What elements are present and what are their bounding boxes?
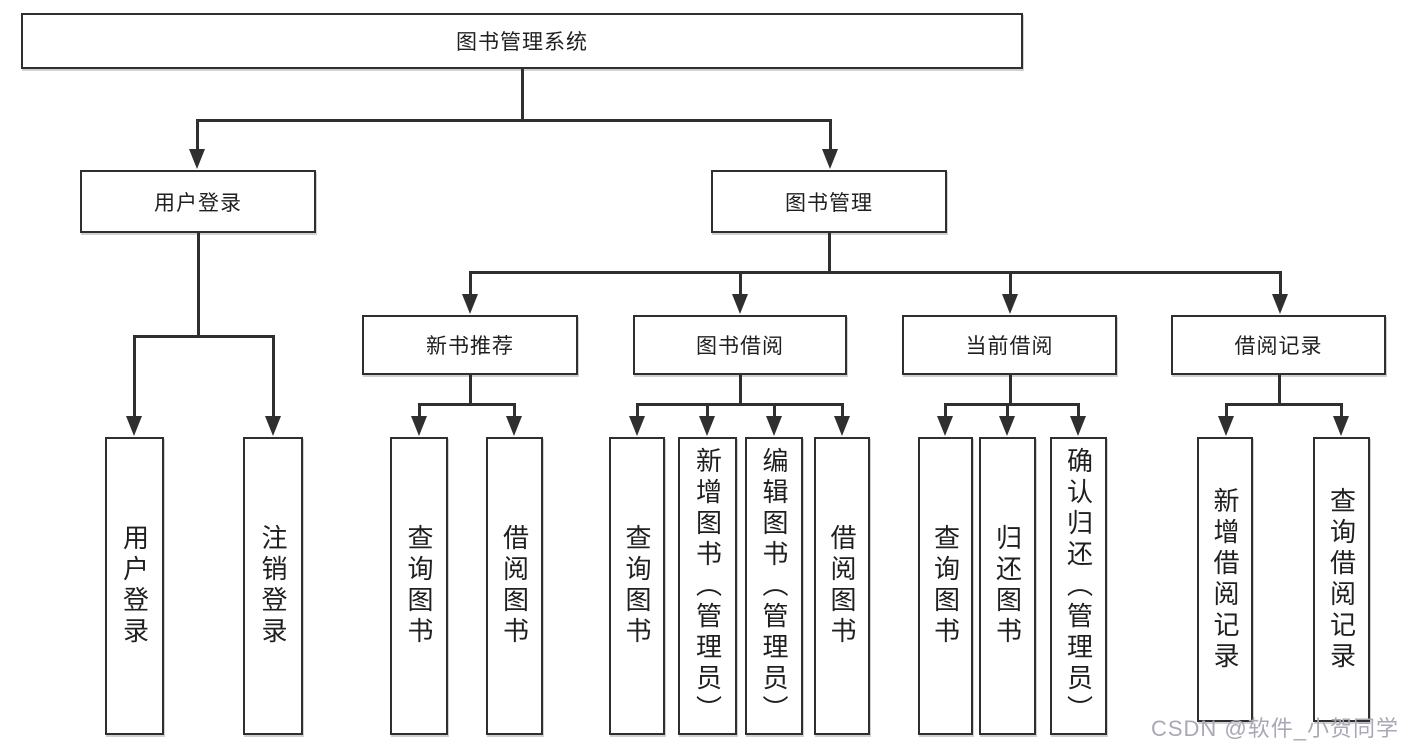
connector-to-book-mgmt bbox=[829, 119, 832, 151]
node-br-query-label: 查询借阅记录 bbox=[1326, 486, 1357, 673]
node-user-login-label: 用户登录 bbox=[154, 191, 242, 215]
node-ul-login: 用户登录 bbox=[105, 437, 164, 735]
connector-borrow-records-down bbox=[1278, 374, 1281, 405]
node-br-add-label: 新增借阅记录 bbox=[1210, 486, 1240, 673]
connector-to-new-book-rec bbox=[469, 271, 472, 296]
connector-new-book-rec-split bbox=[418, 403, 515, 406]
node-root: 图书管理系统 bbox=[21, 13, 1023, 69]
arrow-down-icon bbox=[411, 416, 427, 436]
node-br-query: 查询借阅记录 bbox=[1313, 437, 1370, 722]
connector-level3-split bbox=[469, 271, 1281, 274]
node-bb-query-label: 查询图书 bbox=[622, 524, 652, 648]
node-current-borrow: 当前借阅 bbox=[902, 315, 1117, 375]
node-nbr-borrow-label: 借阅图书 bbox=[499, 524, 530, 648]
node-cb-return: 归还图书 bbox=[979, 437, 1036, 735]
connector-user-login-down bbox=[197, 232, 200, 337]
connector-to-user-login bbox=[196, 119, 199, 151]
arrow-down-icon bbox=[822, 149, 838, 169]
connector-to-current-borrow bbox=[1009, 271, 1012, 296]
arrow-down-icon bbox=[1002, 294, 1018, 314]
node-book-borrow: 图书借阅 bbox=[633, 315, 847, 375]
connector-drop bbox=[773, 403, 776, 418]
arrow-down-icon bbox=[629, 416, 645, 436]
node-bb-edit: 编辑图书（管理员） bbox=[745, 437, 803, 735]
connector-drop bbox=[513, 403, 516, 418]
connector-current-borrow-split bbox=[944, 403, 1079, 406]
node-cb-confirm-label: 确认归还（管理员） bbox=[1063, 446, 1094, 726]
node-br-add: 新增借阅记录 bbox=[1197, 437, 1253, 722]
connector-current-borrow-down bbox=[1009, 374, 1012, 405]
node-nbr-query: 查询图书 bbox=[390, 437, 448, 735]
arrow-down-icon bbox=[126, 416, 142, 436]
arrow-down-icon bbox=[699, 416, 715, 436]
connector-to-ul-logout bbox=[272, 335, 275, 418]
connector-book-mgmt-down bbox=[828, 232, 831, 273]
connector-drop bbox=[1225, 403, 1228, 418]
connector-to-ul-login bbox=[133, 335, 136, 418]
node-bb-borrow: 借阅图书 bbox=[814, 437, 870, 735]
connector-to-book-borrow bbox=[739, 271, 742, 296]
arrow-down-icon bbox=[1218, 416, 1234, 436]
node-ul-login-label: 用户登录 bbox=[119, 524, 150, 648]
node-nbr-borrow: 借阅图书 bbox=[486, 437, 543, 735]
node-book-borrow-label: 图书借阅 bbox=[696, 335, 784, 358]
connector-drop bbox=[706, 403, 709, 418]
connector-to-borrow-records bbox=[1279, 271, 1282, 296]
node-ul-logout-label: 注销登录 bbox=[258, 524, 288, 648]
node-bb-borrow-label: 借阅图书 bbox=[827, 524, 857, 648]
arrow-down-icon bbox=[1272, 294, 1288, 314]
node-borrow-records-label: 借阅记录 bbox=[1234, 335, 1323, 358]
connector-drop bbox=[1006, 403, 1009, 418]
connector-user-login-split bbox=[133, 335, 274, 338]
node-book-mgmt-label: 图书管理 bbox=[785, 191, 873, 215]
node-cb-query: 查询图书 bbox=[918, 437, 973, 735]
connector-root-down bbox=[521, 68, 524, 121]
node-nbr-query-label: 查询图书 bbox=[404, 524, 434, 648]
connector-book-borrow-down bbox=[739, 374, 742, 405]
arrow-down-icon bbox=[834, 416, 850, 436]
arrow-down-icon bbox=[1070, 416, 1086, 436]
connector-drop bbox=[1077, 403, 1080, 418]
node-current-borrow-label: 当前借阅 bbox=[965, 335, 1054, 358]
connector-drop bbox=[418, 403, 421, 418]
arrow-down-icon bbox=[999, 416, 1015, 436]
arrow-down-icon bbox=[265, 416, 281, 436]
node-cb-query-label: 查询图书 bbox=[930, 524, 961, 648]
arrow-down-icon bbox=[732, 294, 748, 314]
node-bb-add-label: 新增图书（管理员） bbox=[692, 446, 723, 726]
node-new-book-rec-label: 新书推荐 bbox=[426, 335, 514, 358]
node-user-login: 用户登录 bbox=[80, 170, 316, 233]
node-bb-query: 查询图书 bbox=[609, 437, 665, 735]
node-bb-add: 新增图书（管理员） bbox=[678, 437, 737, 735]
arrow-down-icon bbox=[506, 416, 522, 436]
connector-drop bbox=[1340, 403, 1343, 418]
node-root-label: 图书管理系统 bbox=[456, 31, 588, 54]
node-borrow-records: 借阅记录 bbox=[1171, 315, 1386, 375]
node-new-book-rec: 新书推荐 bbox=[362, 315, 578, 375]
arrow-down-icon bbox=[462, 294, 478, 314]
node-ul-logout: 注销登录 bbox=[243, 437, 303, 735]
connector-drop bbox=[944, 403, 947, 418]
arrow-down-icon bbox=[189, 149, 205, 169]
node-cb-return-label: 归还图书 bbox=[992, 524, 1023, 648]
connector-drop bbox=[841, 403, 844, 418]
connector-book-borrow-split bbox=[636, 403, 843, 406]
arrow-down-icon bbox=[766, 416, 782, 436]
arrow-down-icon bbox=[937, 416, 953, 436]
connector-borrow-records-split bbox=[1225, 403, 1342, 406]
node-bb-edit-label: 编辑图书（管理员） bbox=[759, 446, 789, 726]
node-book-mgmt: 图书管理 bbox=[711, 170, 947, 233]
arrow-down-icon bbox=[1333, 416, 1349, 436]
connector-drop bbox=[636, 403, 639, 418]
connector-level2-split bbox=[196, 119, 832, 122]
connector-new-book-rec-down bbox=[469, 374, 472, 405]
node-cb-confirm: 确认归还（管理员） bbox=[1050, 437, 1107, 735]
